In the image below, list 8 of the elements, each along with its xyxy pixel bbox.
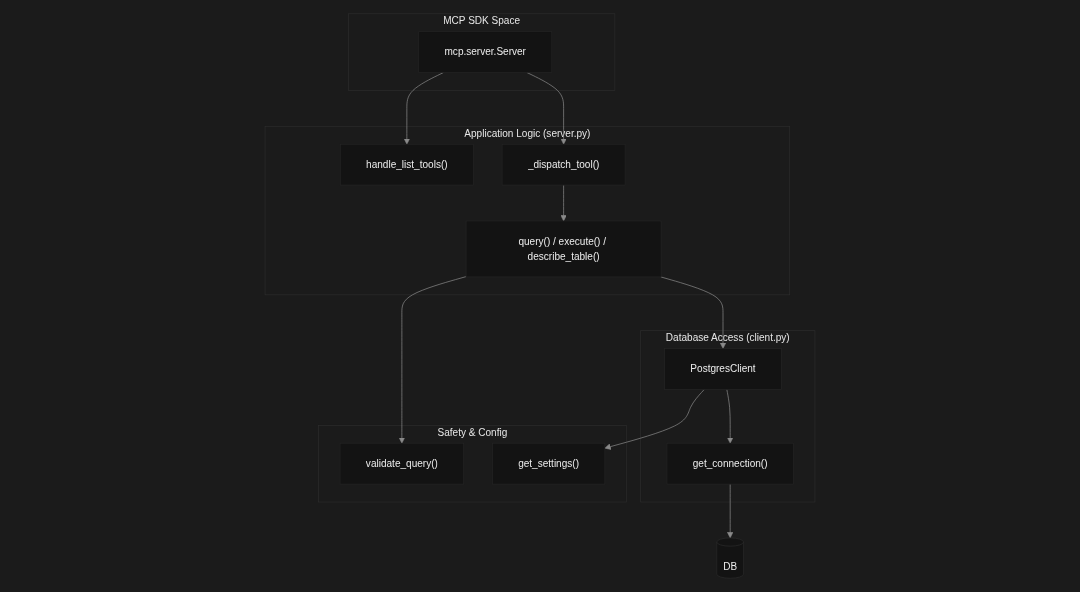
node-box: get_settings() <box>492 442 606 485</box>
node-box: mcp.server.Server <box>418 31 553 73</box>
node-box: validate_query() <box>339 442 465 485</box>
node-box: PostgresClient <box>664 348 782 390</box>
node-box: _dispatch_tool() <box>501 143 626 186</box>
node-box: get_connection() <box>666 442 794 485</box>
node-box: query() / execute() / describe_table() <box>465 220 662 278</box>
node-box: handle_list_tools() <box>339 143 474 186</box>
